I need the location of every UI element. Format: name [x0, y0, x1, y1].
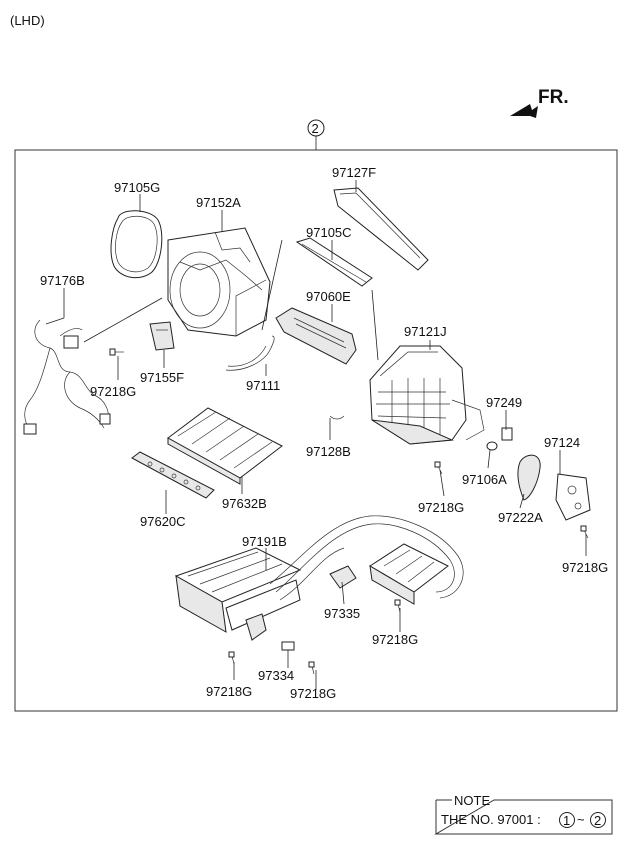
part-97105G-gasket: [110, 210, 163, 279]
part-97218G-screw-e: [308, 661, 315, 675]
part-97128B-clip: [329, 415, 345, 420]
part-97218G-screw-f: [580, 525, 589, 539]
label-97249: 97249: [486, 395, 522, 410]
part-97155F-resistor: [149, 321, 175, 351]
part-97249-clip: [501, 427, 513, 441]
part-97218G-screw-b: [434, 461, 443, 475]
part-97105C-seal: [295, 237, 373, 287]
label-97632B: 97632B: [222, 496, 267, 511]
label-97218G-c: 97218G: [206, 684, 252, 699]
label-97111: 97111: [246, 378, 280, 393]
label-97620C: 97620C: [140, 514, 186, 529]
label-97121J: 97121J: [404, 324, 447, 339]
part-97620C-cover: [131, 451, 215, 499]
note-box: NOTE THE NO. 97001 : 1 ~ 2: [434, 793, 613, 835]
label-97176B: 97176B: [40, 273, 85, 288]
label-97060E: 97060E: [306, 289, 351, 304]
part-97218G-screw-c: [228, 651, 235, 665]
note-to-number: 2: [594, 813, 601, 828]
part-97632B-cabin-filter: [167, 407, 283, 485]
part-97218G-screw-d: [394, 599, 401, 613]
part-97060E-duct: [275, 307, 357, 365]
leader-lines: [45, 180, 587, 690]
part-97191B-heater-core: [174, 515, 464, 633]
label-97152A: 97152A: [196, 195, 241, 210]
note-circle-from: [559, 812, 575, 828]
label-97105G: 97105G: [114, 180, 160, 195]
label-97191B: 97191B: [242, 534, 287, 549]
part-97111-hose: [225, 335, 275, 371]
part-97152A-blower-case: [167, 227, 271, 337]
front-arrow-icon: [510, 104, 538, 118]
label-97218G-d: 97218G: [372, 632, 418, 647]
label-97334: 97334: [258, 668, 294, 683]
assembly-ref-callout: 2: [307, 119, 325, 150]
label-97127F: 97127F: [332, 165, 376, 180]
label-97222A: 97222A: [498, 510, 543, 525]
part-pipe-connector: [245, 613, 267, 641]
note-title: NOTE: [454, 793, 490, 808]
label-97218G-a: 97218G: [90, 384, 136, 399]
front-direction-label: FR.: [538, 87, 569, 108]
note-separator: ~: [577, 812, 585, 827]
part-97124-actuator: [555, 473, 591, 521]
part-97176B-wiring-harness: [23, 319, 111, 435]
part-97335-bracket: [329, 565, 357, 589]
note-circle-to: [590, 812, 606, 828]
part-97106A-actuator-link: [486, 441, 498, 451]
label-97106A: 97106A: [462, 472, 507, 487]
part-97222A-lever: [517, 454, 541, 501]
label-97155F: 97155F: [140, 370, 184, 385]
note-text: THE NO. 97001 :: [441, 812, 541, 827]
label-97105C: 97105C: [306, 225, 352, 240]
note-from-number: 1: [563, 813, 570, 828]
front-direction-indicator: FR.: [510, 87, 569, 118]
part-evaporator-unit: [369, 543, 449, 605]
variant-label: (LHD): [10, 13, 45, 28]
label-97124: 97124: [544, 435, 580, 450]
part-97121J-main-case: [369, 345, 485, 445]
part-97127F-seal-strip: [333, 187, 429, 271]
label-97218G-f: 97218G: [562, 560, 608, 575]
label-97335: 97335: [324, 606, 360, 621]
assembly-ref-number: 2: [312, 121, 319, 136]
assembly-frame: [14, 149, 618, 712]
part-97218G-screw-a: [109, 348, 124, 356]
label-97218G-e: 97218G: [290, 686, 336, 701]
label-97218G-b: 97218G: [418, 500, 464, 515]
label-97128B: 97128B: [306, 444, 351, 459]
part-97334-connector: [281, 641, 295, 651]
